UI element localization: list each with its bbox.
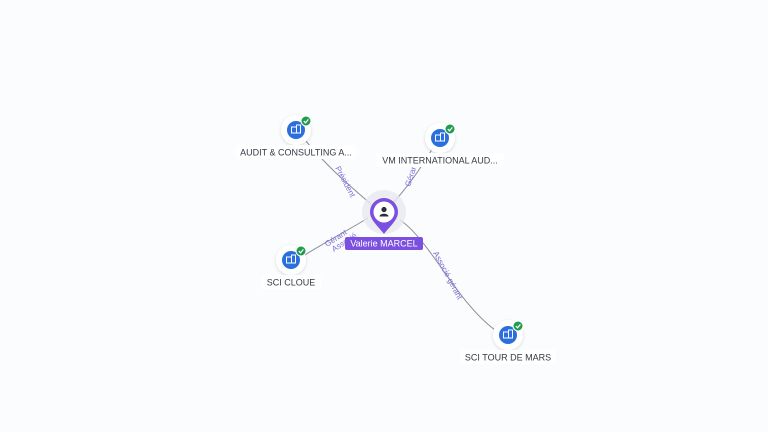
edge-tour [399,219,496,331]
relation-label-tour: Associé-gérant [431,250,464,302]
company-node-vm[interactable]: VM INTERNATIONAL AUD... [376,123,504,167]
company-label-vm: VM INTERNATIONAL AUD... [382,156,498,166]
person-node[interactable]: Valerie MARCEL [345,190,423,250]
building-icon [435,132,445,142]
building-icon [286,254,296,264]
company-node-audit[interactable]: AUDIT & CONSULTING A... [236,115,356,159]
company-label-tour: SCI TOUR DE MARS [465,353,551,363]
building-icon [503,329,513,339]
verified-check-icon [512,320,524,332]
edges [299,139,496,331]
building-icon [291,124,301,134]
verified-check-icon [444,123,456,135]
company-label-cloue: SCI CLOUE [267,278,316,288]
company-node-tour[interactable]: SCI TOUR DE MARS [460,320,556,364]
verified-check-icon [295,245,307,257]
edge-cloue [299,217,369,259]
verified-check-icon [300,115,312,127]
company-label-audit: AUDIT & CONSULTING A... [240,148,352,158]
person-name: Valerie MARCEL [350,239,417,249]
person-label-bg [345,237,423,250]
person-icon [379,206,389,217]
relation-label-audit: Président [333,165,357,200]
company-node-cloue[interactable]: SCI CLOUE [261,245,321,289]
